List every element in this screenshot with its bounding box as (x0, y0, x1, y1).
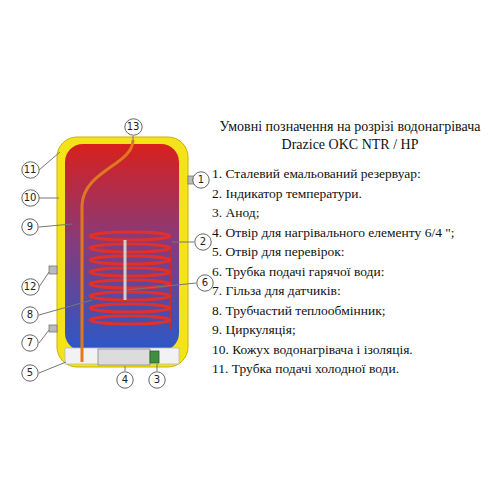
callout-number: 5 (21, 364, 39, 382)
callout-number: 2 (194, 233, 212, 251)
callout-number: 12 (21, 278, 40, 296)
callout-circle: 12 (21, 278, 40, 296)
legend-item: 8. Трубчастий теплообмінник; (212, 303, 386, 319)
callout-circle: 8 (21, 306, 39, 324)
callout-circle: 13 (124, 118, 143, 136)
legend-item: 4. Отвір для нагрівального елементу 6/4 … (212, 225, 455, 241)
legend-item: 7. Гільза для датчиків: (212, 283, 341, 299)
callout-number: 11 (21, 161, 40, 179)
legend-item: 9. Циркуляція; (212, 322, 296, 338)
callout-number: 1 (192, 171, 210, 189)
legend-item: 5. Отвір для перевірок: (212, 244, 344, 260)
callout-number: 6 (196, 274, 214, 292)
legend-item: 6. Трубка подачі гарячої води: (212, 264, 384, 280)
callout-circle: 9 (21, 218, 39, 236)
callout-circle: 3 (148, 371, 166, 389)
callout-circle: 2 (194, 233, 212, 251)
callout-number: 9 (21, 218, 39, 236)
legend-item: 1. Сталевий емальований резервуар: (212, 166, 421, 182)
callout-number: 7 (21, 334, 39, 352)
legend-item: 11. Трубка подачі холодної води. (212, 361, 399, 377)
callout-number: 13 (124, 118, 143, 136)
callout-number: 4 (116, 371, 134, 389)
callout-number: 10 (21, 189, 40, 207)
callout-circle: 1 (192, 171, 210, 189)
callout-circle: 6 (196, 274, 214, 292)
legend-item: 3. Анод; (212, 205, 259, 221)
callout-number: 8 (21, 306, 39, 324)
callout-circle: 10 (21, 189, 40, 207)
legend-item: 10. Кожух водонагрівача і ізоляція. (212, 342, 413, 358)
callout-circle: 5 (21, 364, 39, 382)
legend-title: Умовні позначення на розрізі водонагріва… (205, 118, 495, 154)
callout-number: 3 (148, 371, 166, 389)
legend-item: 2. Індикатор температури. (212, 186, 362, 202)
callout-circle: 7 (21, 334, 39, 352)
callout-circle: 11 (21, 161, 40, 179)
callout-circle: 4 (116, 371, 134, 389)
